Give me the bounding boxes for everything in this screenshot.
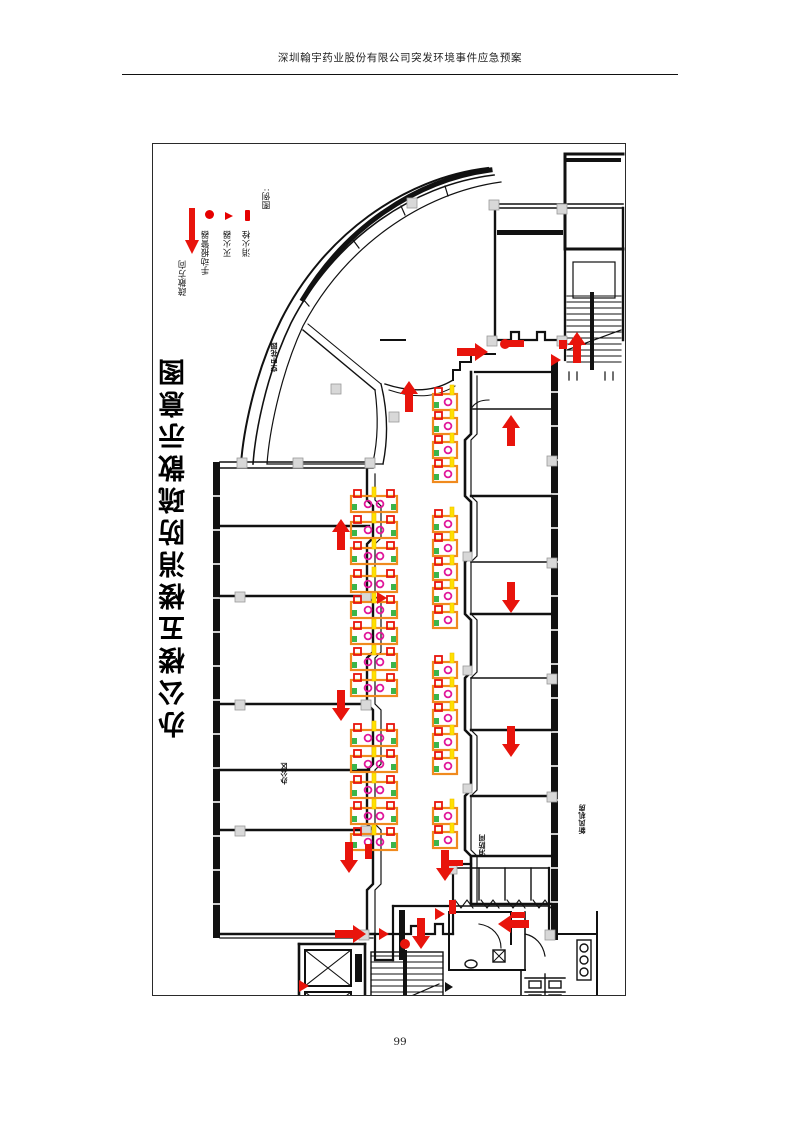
fire-hydrant-marker	[449, 900, 456, 914]
evacuation-arrow	[568, 332, 586, 363]
floor-plan-drawing: 空中花园 办公区 消防间 新风机房	[153, 144, 625, 995]
fire-hydrant-marker	[511, 912, 525, 918]
legend-item-manual-alarm	[205, 210, 214, 219]
running-header: 深圳翰宇药业股份有限公司突发环境事件应急预案	[122, 52, 678, 65]
evacuation-arrow	[400, 381, 418, 412]
fire-extinguisher-marker	[435, 908, 445, 920]
workstation-cluster-left	[349, 485, 399, 852]
fire-extinguisher-marker	[551, 354, 561, 366]
fire-extinguisher-marker	[377, 592, 387, 604]
room-label-fresh-air-plant: 新风机房	[578, 804, 586, 834]
evacuation-arrow	[332, 519, 350, 550]
room-label-fire-control-room: 消防间	[478, 834, 486, 857]
evacuation-arrow	[332, 690, 350, 721]
evacuation-arrow-symbol-icon	[185, 208, 199, 254]
fire-hydrant-symbol-icon	[245, 210, 250, 221]
header-rule	[122, 74, 678, 75]
workstation-cluster-right	[431, 383, 459, 850]
running-header-text: 深圳翰宇药业股份有限公司突发环境事件应急预案	[277, 52, 523, 64]
fire-hydrant-marker	[449, 860, 463, 866]
room-label-sky-garden: 空中花园	[270, 342, 278, 372]
floor-plan-frame: 图例: 消火栓 灭火器 手动报警器 疏散方向 办公楼五楼消防疏散示意图	[152, 143, 626, 996]
evacuation-arrow	[502, 415, 520, 446]
manual-alarm-marker	[400, 939, 410, 949]
room-label-office-area: 办公区	[280, 762, 288, 785]
fire-extinguisher-symbol-icon	[225, 212, 233, 220]
evacuation-arrow	[502, 582, 520, 613]
manual-alarm-symbol-icon	[205, 210, 214, 219]
fire-extinguisher-marker	[299, 980, 309, 992]
evacuation-arrows	[299, 332, 586, 992]
fire-hydrant-marker	[508, 340, 524, 347]
manual-alarm-marker	[500, 339, 510, 349]
legend-item-fire-extinguisher	[225, 212, 233, 220]
legend: 图例: 消火栓 灭火器 手动报警器 疏散方向	[167, 186, 287, 316]
fire-hydrant-marker	[559, 340, 567, 349]
page-number: 99	[393, 1036, 407, 1048]
legend-item-fire-hydrant	[245, 210, 250, 221]
fire-hydrant-marker	[365, 844, 372, 859]
evacuation-arrow	[457, 343, 488, 361]
floor-plan-svg	[212, 152, 625, 995]
fire-extinguisher-marker	[379, 928, 389, 940]
